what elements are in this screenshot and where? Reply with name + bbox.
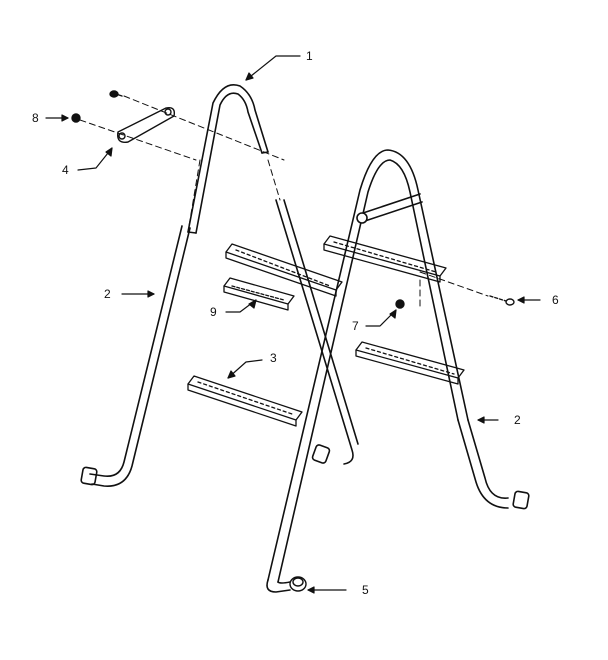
callout-7: 7 — [352, 319, 359, 333]
callout-8: 8 — [32, 111, 39, 125]
callout-3: 3 — [270, 351, 277, 365]
callout-leaders — [45, 55, 541, 594]
step-lower-left — [187, 375, 303, 421]
step-loose — [223, 277, 295, 305]
bracket-hardware — [71, 90, 515, 592]
callout-1: 1 — [306, 49, 313, 63]
left-frame — [80, 84, 359, 487]
callout-2-left: 2 — [104, 287, 111, 301]
assembly-lines — [79, 95, 489, 311]
callout-6: 6 — [552, 293, 559, 307]
callout-5: 5 — [362, 583, 369, 597]
callout-4: 4 — [62, 163, 69, 177]
left-frame-arch — [187, 84, 269, 233]
left-leg-tube — [89, 225, 183, 478]
callout-2-right: 2 — [514, 413, 521, 427]
steps — [187, 235, 465, 427]
right-frame-handle — [359, 193, 423, 223]
right-frame — [266, 149, 530, 593]
callout-labels: 1 2 2 3 4 5 6 7 8 9 — [32, 49, 559, 597]
callout-9: 9 — [210, 305, 217, 319]
